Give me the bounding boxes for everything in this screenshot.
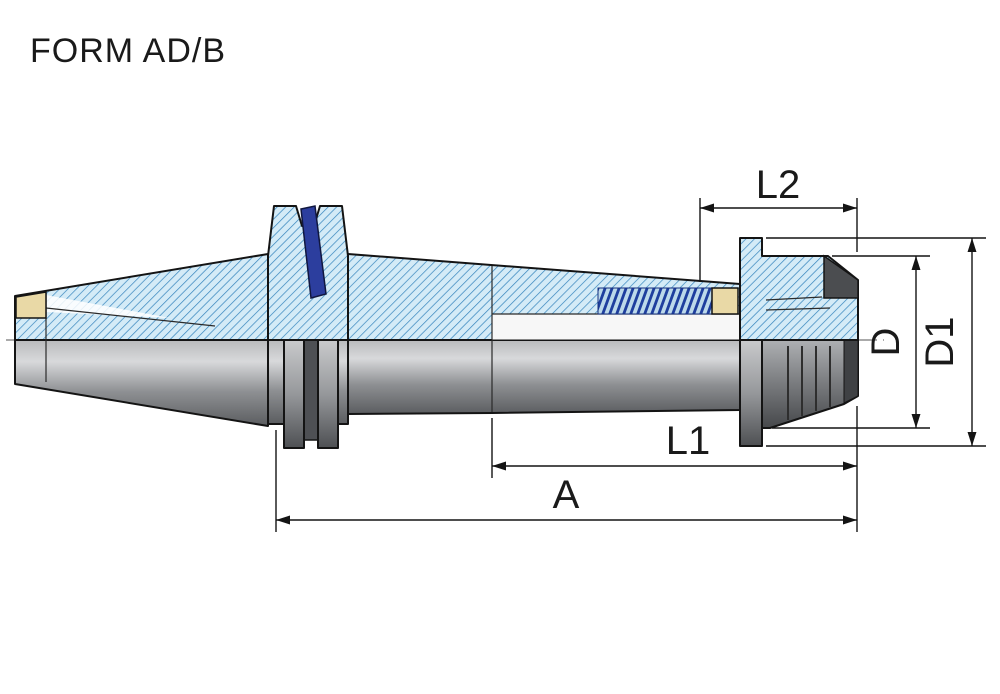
- nut-rim-lower: [739, 339, 763, 447]
- v-groove-floor: [303, 339, 319, 441]
- extension-body: [347, 253, 741, 415]
- collet-slit-line: [765, 296, 823, 301]
- body-bore: [492, 314, 740, 340]
- drawbar-bore: [46, 295, 170, 318]
- dim-a-label: A: [553, 473, 580, 517]
- drive-key: [300, 205, 327, 299]
- dim-l1-label: L1: [666, 419, 711, 463]
- page-title: FORM AD/B: [30, 32, 226, 70]
- nut-front-rim: [843, 339, 859, 404]
- collet-slit-line: [765, 307, 831, 311]
- dim-a: A: [275, 430, 857, 532]
- sealing-ring: [711, 287, 739, 315]
- v-groove-left-rib: [283, 339, 305, 449]
- dim-d: D: [772, 255, 930, 429]
- body-lower-half: [347, 339, 741, 415]
- flange: [267, 205, 349, 449]
- dim-d-label: D: [864, 328, 908, 357]
- collet-cap: [823, 254, 859, 299]
- pull-stud-thread: [15, 291, 47, 319]
- bore-line: [45, 307, 216, 327]
- taper-shank-section: [14, 253, 269, 427]
- dim-l2: L2: [699, 163, 858, 282]
- dim-l1: L1: [491, 406, 858, 532]
- thread-section: [597, 287, 713, 315]
- v-groove-right-rib: [317, 339, 339, 449]
- taper-lower-half: [14, 339, 269, 427]
- collet-nut: [739, 237, 859, 447]
- dim-d1-label: D1: [918, 316, 962, 367]
- dim-l2-label: L2: [756, 163, 801, 207]
- dim-d1: D1: [766, 237, 986, 447]
